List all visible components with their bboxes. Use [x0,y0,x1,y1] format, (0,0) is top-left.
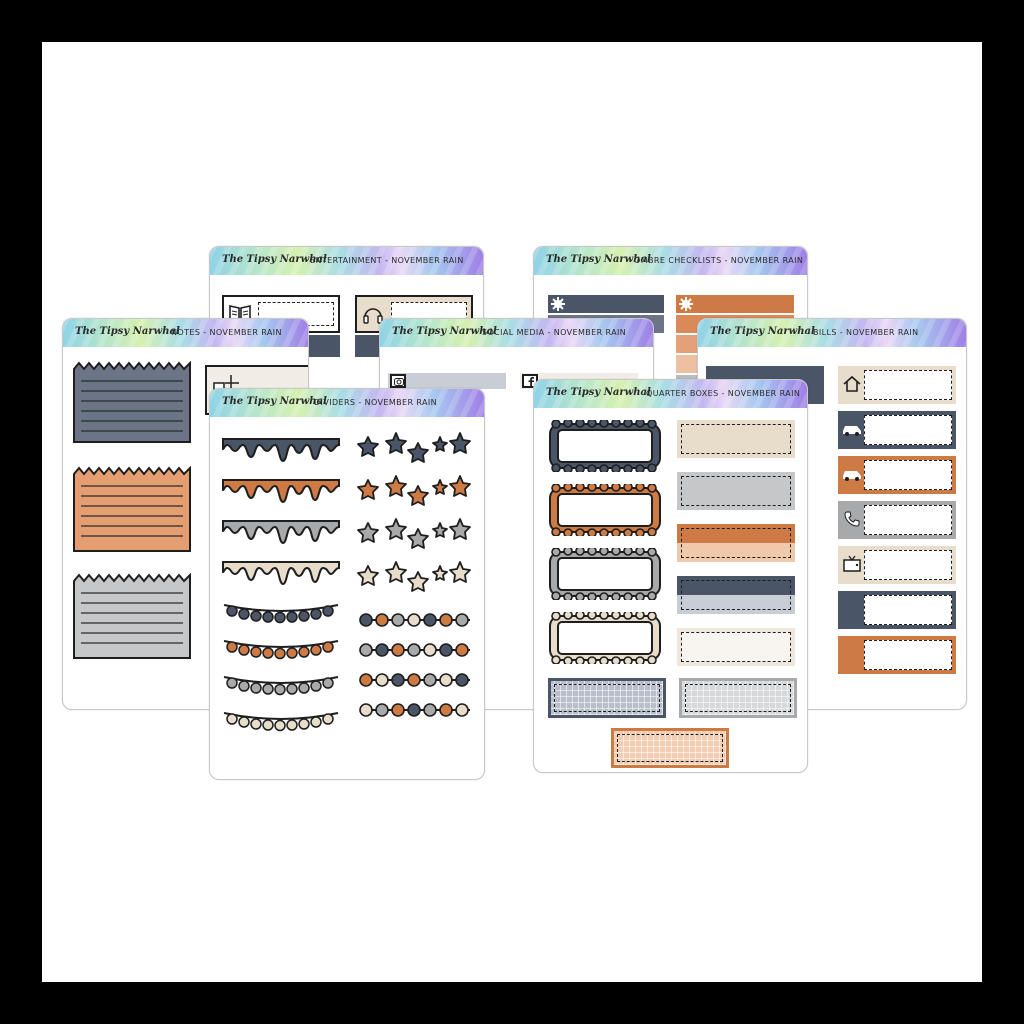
brand-logo: The Tipsy Narwhal [546,254,651,265]
facebook-icon [528,377,534,387]
drip-divider-gray [222,520,340,545]
car-icon [843,426,861,436]
quarter-box-gray [677,472,795,510]
quarter-box-orange [677,524,795,562]
sheet-header: The Tipsy Narwhal NOTES - NOVEMBER RAIN [63,319,308,347]
bead-divider-4 [359,703,470,717]
sheet-header: The Tipsy Narwhal BILLS - NOVEMBER RAIN [698,319,966,347]
notepad-gray [73,573,191,659]
notepad-navy [73,361,191,443]
bead-divider-2 [359,643,470,657]
phone-icon [844,511,860,527]
quarter-box-beige-inner [681,424,791,454]
star-cluster-orange [357,475,471,506]
bunting-divider-orange [223,640,339,660]
car-icon [843,471,861,481]
gear-icon [679,297,693,311]
brand-logo: The Tipsy Narwhal [222,254,327,265]
sheet-header: The Tipsy Narwhal OMBRE CHECKLISTS - NOV… [534,247,807,275]
sheet-header: The Tipsy Narwhal DIVIDERS - NOVEMBER RA… [210,389,484,417]
drip-divider-navy [222,438,340,463]
quarter-box-beige [677,420,795,458]
bill-row-navy-inner [864,595,952,625]
grid-box-gray-inner [685,684,791,712]
quarter-box-light-inner [681,632,791,662]
scallop-box-orange [549,484,661,536]
sheet-header: The Tipsy Narwhal QUARTER BOXES - NOVEMB… [534,380,807,408]
grid-box-gray [679,678,797,718]
notepad-orange [73,466,191,552]
bead-divider-1 [359,613,470,627]
social-row-camera [388,373,506,389]
quarter-box-light [677,628,795,666]
sheet-quarter-boxes: The Tipsy Narwhal QUARTER BOXES - NOVEMB… [533,379,808,773]
bill-row-home [838,366,956,404]
bill-row-navy [838,591,956,629]
product-canvas: The Tipsy Narwhal ENTERTAINMENT - NOVEMB… [42,42,982,982]
sheet-header: The Tipsy Narwhal ENTERTAINMENT - NOVEMB… [210,247,483,275]
brand-logo: The Tipsy Narwhal [392,326,497,337]
bill-row-home-inner [864,370,952,400]
grid-box-slate [548,678,666,718]
sheet-title: DIVIDERS - NOVEMBER RAIN [314,398,438,407]
quarter-box-gray-inner [681,476,791,506]
brand-logo: The Tipsy Narwhal [75,326,180,337]
sheet-title: OMBRE CHECKLISTS - NOVEMBER RAIN [634,256,804,265]
bill-row-car-navy-inner [864,415,952,445]
star-cluster-beige [357,561,471,592]
scallop-box-navy [549,420,661,472]
sheet-title: ENTERTAINMENT - NOVEMBER RAIN [310,256,464,265]
quarter-box-navy [677,576,795,614]
brand-logo: The Tipsy Narwhal [546,387,651,398]
drip-divider-beige [222,561,340,586]
sheet-dividers: The Tipsy Narwhal DIVIDERS - NOVEMBER RA… [209,388,485,780]
bill-row-orange [838,636,956,674]
bunting-divider-gray [223,676,339,696]
tv-icon [843,555,861,572]
drip-divider-orange [222,479,340,504]
sheet-title: BILLS - NOVEMBER RAIN [813,328,919,337]
ombre-checklist-navy [548,295,664,313]
star-cluster-gray [357,518,471,549]
scallop-box-gray [549,548,661,600]
grid-box-slate-inner [554,684,660,712]
star-cluster-navy [357,432,471,463]
bill-row-car-orange [838,456,956,494]
camera-icon [394,378,404,386]
bead-divider-3 [359,673,470,687]
sheet-header: The Tipsy Narwhal SOCIAL MEDIA - NOVEMBE… [380,319,653,347]
sheet-title: QUARTER BOXES - NOVEMBER RAIN [646,389,801,398]
quarter-box-navy-inner [681,580,791,610]
home-icon [843,375,861,392]
brand-logo: The Tipsy Narwhal [710,326,815,337]
quarter-box-orange-inner [681,528,791,558]
bill-row-tv-inner [864,550,952,580]
bill-row-orange-inner [864,640,952,670]
brand-logo: The Tipsy Narwhal [222,396,327,407]
bill-row-phone [838,501,956,539]
ombre-checklist-orange [676,295,794,313]
grid-box-peach-inner [617,734,723,762]
bill-row-phone-inner [864,505,952,535]
bill-row-car-orange-inner [864,460,952,490]
grid-box-peach [611,728,729,768]
camera-icon-box [390,374,406,388]
bunting-divider-navy [223,604,339,624]
gear-icon [551,297,565,311]
bunting-divider-beige [223,712,339,732]
sheet-title: NOTES - NOVEMBER RAIN [171,328,282,337]
sheet-title: SOCIAL MEDIA - NOVEMBER RAIN [482,328,627,337]
bill-row-tv [838,546,956,584]
scallop-box-beige [549,612,661,664]
bill-row-car-navy [838,411,956,449]
